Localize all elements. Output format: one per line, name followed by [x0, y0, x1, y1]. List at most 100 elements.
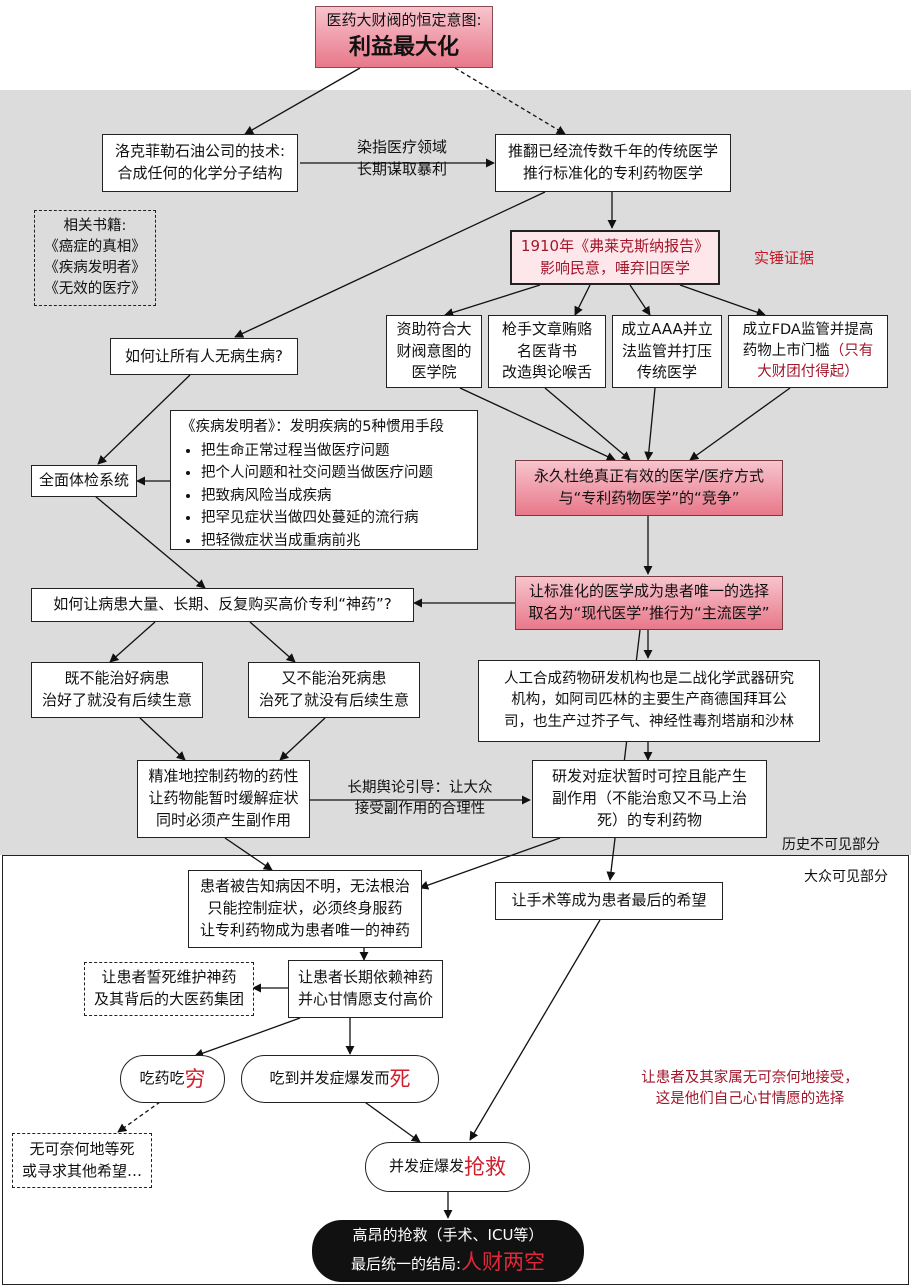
defend-drug-line1: 让患者誓死维护神药: [101, 968, 237, 987]
checkup-box: 全面体检系统: [31, 465, 137, 497]
fund-schools-line1: 资助符合大: [396, 319, 472, 338]
fda-line1: 成立FDA监管并提高: [742, 321, 874, 338]
cannot-kill-box: 又不能治死病患 治死了就没有后续生意: [248, 662, 420, 718]
accept-note-line2: 这是他们自己心甘情愿的选择: [655, 1091, 845, 1108]
die-node: 吃到并发症爆发而死: [241, 1055, 439, 1103]
checkup-text: 全面体检系统: [38, 471, 129, 490]
list-item: 把致病风险当成疾病: [201, 485, 433, 507]
control-drugs-box: 精准地控制药物的药性 让药物能暂时缓解症状 同时必须产生副作用: [137, 760, 310, 838]
final-line1: 高昂的抢救（手术、ICU等）: [352, 1225, 544, 1244]
fda-line2-red: （只有: [829, 342, 874, 359]
eliminate-competition-box: 永久杜绝真正有效的医学/医疗方式 与“专利药物医学”的“竞争”: [515, 460, 783, 516]
books-box: 相关书籍: 《癌症的真相》 《疾病发明者》 《无效的医疗》: [34, 210, 156, 306]
surgery-last-hope-box: 让手术等成为患者最后的希望: [495, 882, 723, 920]
symptom-drugs-line2: 副作用（不能治愈又不马上治: [551, 789, 747, 808]
synthetic-drugs-line1: 人工合成药物研发机构也是二战化学武器研究: [504, 671, 794, 688]
disease-mongers-list: 把生命正常过程当做医疗问题 把个人问题和社交问题当做医疗问题 把致病风险当成疾病…: [181, 440, 433, 549]
only-choice-line1: 让标准化的医学成为患者唯一的选择: [528, 582, 769, 601]
aaa-line3: 传统医学: [636, 363, 697, 382]
accept-note: 让患者及其家属无可奈何地接受， 这是他们自己心甘情愿的选择: [620, 1068, 880, 1110]
fund-schools-box: 资助符合大 财阀意图的 医学院: [386, 315, 482, 388]
evidence-label: 实锤证据: [753, 249, 814, 267]
rockefeller-line2: 合成任何的化学分子结构: [117, 164, 283, 182]
intent-title-line2: 利益最大化: [348, 34, 459, 60]
depend-line1: 让患者长期依赖神药: [297, 968, 433, 987]
defend-drug-box: 让患者誓死维护神药 及其背后的大医药集团: [84, 962, 254, 1016]
control-drugs-line1: 精准地控制药物的药性: [148, 767, 299, 786]
told-unknown-line3: 让专利药物成为患者唯一的神药: [199, 920, 410, 939]
visible-region-label: 大众可见部分: [804, 869, 888, 885]
depend-box: 让患者长期依赖神药 并心甘情愿支付高价: [288, 960, 443, 1018]
only-choice-line2: 取名为“现代医学”推行为“主流医学”: [528, 604, 770, 622]
defend-drug-line2: 及其背后的大医药集团: [93, 990, 244, 1008]
overthrow-line1: 推翻已经流传数千年的传统医学: [507, 142, 718, 161]
list-item: 把罕见症状当做四处蔓延的流行病: [201, 507, 433, 529]
flexner-line1: 1910年《弗莱克斯纳报告》: [520, 236, 710, 255]
intent-title-line1: 医药大财阀的恒定意图:: [326, 11, 482, 30]
list-item: 把轻微症状当成重病前兆: [201, 530, 433, 549]
surgery-last-text: 让手术等成为患者最后的希望: [511, 891, 707, 910]
book-item: 《癌症的真相》: [44, 238, 146, 255]
eliminate-line1: 永久杜绝真正有效的医学/医疗方式: [533, 467, 765, 486]
list-item: 把生命正常过程当做医疗问题: [201, 440, 433, 462]
edge-public-opinion-line2: 接受副作用的合理性: [354, 801, 486, 818]
intent-title-box: 医药大财阀的恒定意图: 利益最大化: [315, 6, 493, 68]
symptom-drugs-line3: 死）的专利药物: [596, 810, 702, 829]
book-item: 《无效的医疗》: [44, 281, 146, 298]
edge-rockefeller-line1: 染指医疗领域: [356, 138, 447, 156]
edge-label-public-opinion: 长期舆论引导：让大众 接受副作用的合理性: [330, 778, 510, 820]
poor-node: 吃药吃穷: [120, 1055, 225, 1103]
book-item: 《疾病发明者》: [44, 260, 146, 276]
rescue-text: 并发症爆发: [388, 1157, 464, 1176]
cannot-cure-line1: 既不能治好病患: [64, 669, 170, 688]
accept-note-line1: 让患者及其家属无可奈何地接受，: [641, 1070, 859, 1086]
aaa-line2: 法监管并打压: [621, 341, 712, 360]
cannot-cure-line2: 治好了就没有后续生意: [41, 691, 192, 709]
hidden-region-label: 历史不可见部分: [782, 837, 880, 853]
eliminate-line2: 与“专利药物医学”的“竞争”: [558, 489, 740, 507]
cannot-kill-line2: 治死了就没有后续生意: [258, 691, 409, 709]
rescue-node: 并发症爆发抢救: [365, 1142, 530, 1192]
aaa-box: 成立AAA并立 法监管并打压 传统医学: [612, 315, 722, 388]
told-unknown-box: 患者被告知病因不明，无法根治 只能控制症状，必须终身服药 让专利药物成为患者唯一…: [188, 870, 422, 948]
rockefeller-line1: 洛克菲勒石油公司的技术:: [114, 142, 286, 161]
ghostwriter-line1: 枪手文章贿赂: [501, 319, 592, 338]
edge-label-rockefeller: 染指医疗领域 长期谋取暴利: [332, 137, 472, 181]
symptom-drugs-box: 研发对症状暂时可控且能产生 副作用（不能治愈又不马上治 死）的专利药物: [532, 760, 767, 838]
rockefeller-box: 洛克菲勒石油公司的技术: 合成任何的化学分子结构: [102, 134, 298, 192]
told-unknown-line2: 只能控制症状，必须终身服药: [207, 899, 403, 918]
final-em: 人财两空: [461, 1249, 546, 1274]
books-heading: 相关书籍:: [63, 217, 127, 234]
fund-schools-line2: 财阀意图的: [396, 341, 472, 360]
buy-question-text: 如何让病患大量、长期、反复购买高价专利“神药”?: [53, 595, 392, 614]
overthrow-line2: 推行标准化的专利药物医学: [522, 164, 703, 182]
control-drugs-line3: 同时必须产生副作用: [155, 810, 291, 829]
final-line2: 最后统一的结局:人财两空: [351, 1247, 545, 1277]
die-text: 吃到并发症爆发而: [269, 1069, 390, 1088]
list-item: 把个人问题和社交问题当做医疗问题: [201, 462, 433, 484]
final-outcome-node: 高昂的抢救（手术、ICU等） 最后统一的结局:人财两空: [312, 1220, 584, 1282]
only-choice-box: 让标准化的医学成为患者唯一的选择 取名为“现代医学”推行为“主流医学”: [515, 576, 783, 630]
final-line2-text: 最后统一的结局:: [350, 1254, 462, 1273]
fda-line3-red: 大财团付得起）: [757, 364, 859, 380]
disease-mongers-box: 《疾病发明者》：发明疾病的5种惯用手段 把生命正常过程当做医疗问题 把个人问题和…: [170, 410, 478, 550]
fda-line2: 药物上市门槛（只有: [743, 341, 874, 362]
poor-text: 吃药吃: [139, 1069, 185, 1088]
symptom-drugs-line1: 研发对症状暂时可控且能产生: [551, 767, 747, 786]
depend-line2: 并心甘情愿支付高价: [297, 990, 433, 1008]
flexner-line2: 影响民意，唾弃旧医学: [539, 258, 690, 277]
synthetic-drugs-box: 人工合成药物研发机构也是二战化学武器研究 机构，如阿司匹林的主要生产商德国拜耳公…: [478, 660, 820, 742]
ghostwriter-box: 枪手文章贿赂 名医背书 改造舆论喉舌: [488, 315, 606, 388]
wait-death-line2: 或寻求其他希望…: [21, 1161, 142, 1180]
told-unknown-line1: 患者被告知病因不明，无法根治: [199, 877, 410, 896]
disease-mongers-heading: 《疾病发明者》：发明疾病的5种惯用手段: [181, 419, 444, 435]
cannot-cure-box: 既不能治好病患 治好了就没有后续生意: [31, 662, 203, 718]
buy-question-box: 如何让病患大量、长期、反复购买高价专利“神药”?: [31, 588, 414, 622]
edge-rockefeller-line2: 长期谋取暴利: [356, 159, 447, 178]
wait-death-box: 无可奈何地等死 或寻求其他希望…: [12, 1133, 152, 1188]
overthrow-box: 推翻已经流传数千年的传统医学 推行标准化的专利药物医学: [495, 134, 731, 192]
wait-death-line1: 无可奈何地等死: [29, 1139, 135, 1158]
die-em: 死: [389, 1066, 411, 1091]
fda-line2-text: 药物上市门槛: [742, 342, 830, 359]
